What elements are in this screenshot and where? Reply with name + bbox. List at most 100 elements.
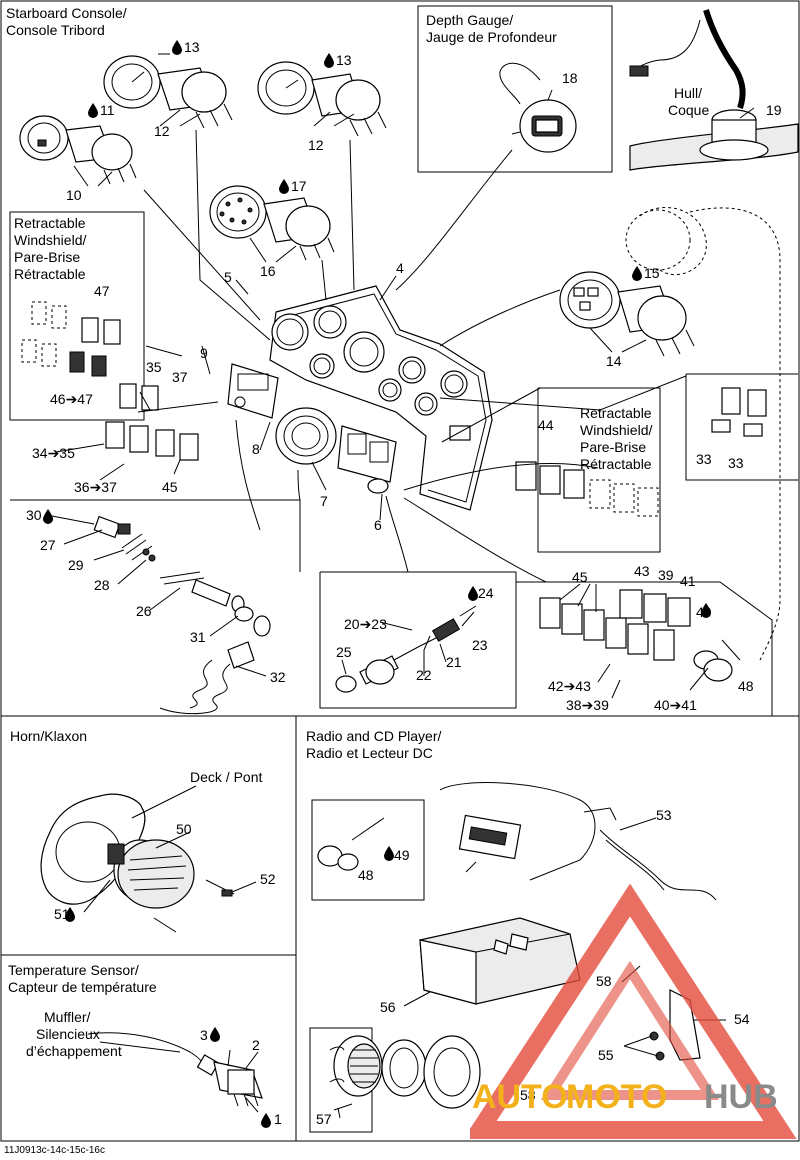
- callout-34-35: 34➔35: [32, 445, 75, 461]
- callout-53: 53: [656, 807, 672, 823]
- callout-41: 41: [680, 573, 696, 589]
- callout-12: 12: [154, 123, 170, 139]
- callout-47: 47: [94, 283, 110, 299]
- callout-45: 45: [162, 479, 178, 495]
- callout-30: 30: [26, 507, 42, 523]
- windshield-left-2: Windshield/: [14, 232, 86, 248]
- radio-inset-frame: [311, 799, 425, 901]
- callout-28: 28: [94, 577, 110, 593]
- callout-33: 33: [696, 451, 712, 467]
- callout-11: 11: [100, 102, 115, 118]
- callout-16: 16: [260, 263, 276, 279]
- windshield-right-1: Retractable: [580, 405, 652, 421]
- windshield-left-1: Retractable: [14, 215, 86, 231]
- callout-40-41: 40➔41: [654, 697, 697, 713]
- callout-56: 56: [380, 999, 396, 1015]
- callout-3: 3: [200, 1027, 208, 1043]
- starboard-console-title-1: Starboard Console/: [6, 5, 127, 21]
- callout-35: 35: [146, 359, 162, 375]
- windshield-right-2: Windshield/: [580, 422, 652, 438]
- callout-58: 58: [596, 973, 612, 989]
- callout-49: 49: [394, 847, 410, 863]
- hull-label-1: Hull/: [674, 85, 702, 101]
- callout-23: 23: [472, 637, 488, 653]
- callout-1: 1: [274, 1111, 282, 1127]
- callout-18: 18: [562, 70, 578, 86]
- drop-icon: [43, 509, 53, 524]
- callout-49: 49: [696, 604, 712, 620]
- switches-right: [539, 589, 741, 682]
- key-frame: [319, 571, 517, 709]
- callout-25: 25: [336, 644, 352, 660]
- callout-14: 14: [606, 353, 622, 369]
- callout-37: 37: [172, 369, 188, 385]
- callout-45: 45: [572, 569, 588, 585]
- drop-icon: [261, 1113, 271, 1128]
- drop-icon: [632, 266, 642, 281]
- callout-43: 43: [634, 563, 650, 579]
- depth-gauge-title-1: Depth Gauge/: [426, 12, 513, 28]
- temp-sensor-parts: [87, 1032, 263, 1107]
- windshield-left-frame: [9, 211, 145, 421]
- callout-8: 8: [252, 441, 260, 457]
- horn-title: Horn/Klaxon: [10, 728, 87, 744]
- callout-5: 5: [224, 269, 232, 285]
- callout-57: 57: [316, 1111, 332, 1127]
- callout-29: 29: [68, 557, 84, 573]
- callout-17: 17: [291, 178, 307, 194]
- callout-26: 26: [136, 603, 152, 619]
- key-switch-parts: [335, 605, 477, 693]
- callout-52: 52: [260, 871, 276, 887]
- starboard-console-title-2: Console Tribord: [6, 22, 105, 38]
- drop-icon: [88, 103, 98, 118]
- callout-31: 31: [190, 629, 206, 645]
- harness-left-parts: [93, 515, 271, 715]
- callout-33: 33: [728, 455, 744, 471]
- drop-icon: [701, 603, 711, 618]
- drop-icon: [384, 846, 394, 861]
- callout-51: 51: [54, 906, 70, 922]
- callout-22: 22: [416, 667, 432, 683]
- callout-46-47: 46➔47: [50, 391, 93, 407]
- callout-9: 9: [200, 345, 208, 361]
- callout-55: 55: [598, 1047, 614, 1063]
- temp-sensor-title-1: Temperature Sensor/: [8, 962, 139, 978]
- gauges: [19, 55, 781, 661]
- callout-12: 12: [308, 137, 324, 153]
- hull-label-2: Coque: [668, 102, 709, 118]
- drop-icon: [468, 586, 478, 601]
- depth-gauge-parts: [499, 62, 577, 153]
- callout-2: 2: [252, 1037, 260, 1053]
- drop-icon: [324, 53, 334, 68]
- callout-54: 54: [734, 1011, 750, 1027]
- callout-6: 6: [374, 517, 382, 533]
- horn-parts: [40, 793, 235, 933]
- muffler-label-1: Muffler/: [44, 1009, 91, 1025]
- windshield-right-4: Rétractable: [580, 456, 652, 472]
- callout-13: 13: [336, 52, 352, 68]
- drop-icon: [65, 907, 75, 922]
- callout-numbers: 13 12 13 12 11 10 17 16 5 4 15 14 18 19 …: [26, 39, 782, 1127]
- windshield-right-switches: [515, 387, 767, 517]
- drawing-code: 11J0913c-14c-15c-16c: [4, 1145, 105, 1156]
- callout-58: 58: [520, 1087, 536, 1103]
- callout-13: 13: [184, 39, 200, 55]
- callout-50: 50: [176, 821, 192, 837]
- callout-39: 39: [658, 567, 674, 583]
- drop-icon: [279, 179, 289, 194]
- callout-4: 4: [396, 260, 404, 276]
- callout-10: 10: [66, 187, 82, 203]
- hull-parts: [629, 9, 799, 171]
- muffler-label-2: Silencieux: [36, 1026, 100, 1042]
- callout-38-39: 38➔39: [566, 697, 609, 713]
- switches-left: [105, 383, 199, 461]
- radio-title-1: Radio and CD Player/: [306, 728, 442, 744]
- callout-24: 24: [478, 585, 494, 601]
- callout-15: 15: [644, 265, 660, 281]
- callout-32: 32: [270, 669, 286, 685]
- section-titles: Starboard Console/ Console Tribord Depth…: [6, 5, 709, 1059]
- radio-parts: [317, 782, 717, 1111]
- depth-gauge-title-2: Jauge de Profondeur: [426, 29, 557, 45]
- drop-icon: [210, 1027, 220, 1042]
